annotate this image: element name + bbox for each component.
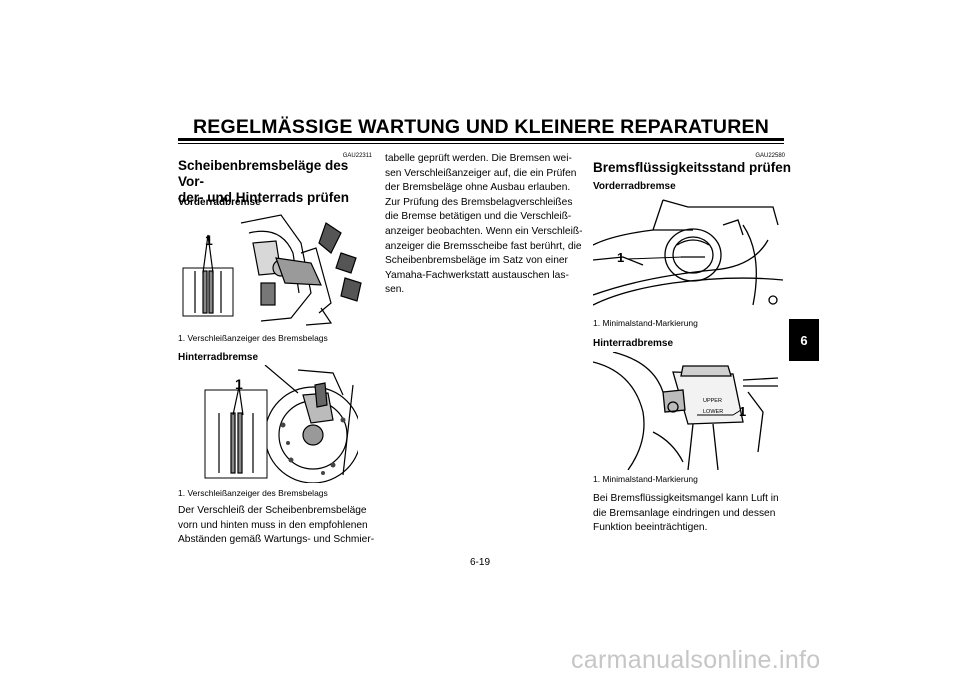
rear-reservoir-heading: Hinterradbremse [593, 338, 674, 349]
front-reservoir-caption: 1. Minimalstand-Markierung [593, 318, 698, 328]
reservoir-lower-label: LOWER [703, 409, 723, 415]
text-line: anzeiger beobachten. Wenn ein Verschleiß… [385, 225, 583, 237]
text-line: tabelle geprüft werden. Die Bremsen wei- [385, 153, 572, 164]
text-line: sen. [385, 284, 405, 296]
section-title-line-2: der- und Hinterrads prüfen [178, 190, 350, 205]
section-code: GAU22311 [342, 153, 372, 159]
section-title: Bremsflüssigkeitsstand prüfen [593, 160, 792, 175]
watermark-text: carmanualsonline.info [571, 646, 821, 674]
section-title-line-1: Scheibenbremsbeläge des Vor- [178, 158, 349, 189]
front-reservoir-figure: 1 [593, 195, 783, 315]
text-line: Funktion beeinträchtigen. [593, 522, 708, 534]
front-brake-pad-figure: 1 [181, 213, 371, 328]
header-rule [178, 138, 784, 141]
text-line: sen Verschleißanzeiger auf, die ein Prüf… [385, 167, 577, 179]
section-code: GAU22580 [755, 153, 785, 159]
front-brake-heading: Vorderradbremse [178, 197, 261, 208]
text-line: die Bremse betätigen und die Verschleiß- [385, 211, 572, 223]
reservoir-upper-label: UPPER [703, 398, 722, 404]
front-brake-caption: 1. Verschleißanzeiger des Bremsbelags [178, 333, 328, 343]
front-reservoir-heading: Vorderradbremse [593, 181, 676, 192]
front-reservoir-callout: 1 [617, 250, 624, 265]
text-line: Der Verschleiß der Scheibenbremsbeläge [178, 505, 367, 516]
text-line: Abständen gemäß Wartungs- und Schmier- [178, 534, 375, 546]
rear-reservoir-callout: 1 [739, 404, 746, 419]
text-line: anzeiger die Bremsscheibe fast berührt, … [385, 240, 582, 252]
middle-paragraph: tabelle geprüft werden. Die Bremsen wei-… [385, 152, 585, 298]
header-rule-thin [178, 143, 784, 144]
front-brake-callout: 1 [205, 232, 213, 248]
rear-reservoir-caption: 1. Minimalstand-Markierung [593, 474, 698, 484]
text-line: Bei Bremsflüssigkeitsmangel kann Luft in [593, 493, 779, 504]
rear-brake-heading: Hinterradbremse [178, 352, 259, 363]
text-line: die Bremsanlage eindringen und dessen [593, 507, 776, 519]
chapter-tab: 6 [789, 319, 819, 361]
left-paragraph: Der Verschleiß der Scheibenbremsbeläge v… [178, 504, 383, 548]
page-number: 6-19 [469, 557, 490, 568]
rear-reservoir-figure: UPPER LOWER 1 [593, 352, 783, 470]
rear-brake-pad-figure: 1 [203, 365, 358, 483]
text-line: vorn und hinten muss in den empfohlenen [178, 519, 368, 531]
text-line: Zur Prüfung des Bremsbelagverschleißes [385, 196, 573, 208]
rear-brake-caption: 1. Verschleißanzeiger des Bremsbelags [178, 488, 328, 498]
section-title: Scheibenbremsbeläge des Vor- der- und Hi… [178, 158, 378, 206]
text-line: Yamaha-Fachwerkstatt austauschen las- [385, 269, 569, 281]
text-line: Scheibenbremsbeläge im Satz von einer [385, 255, 568, 267]
page-header-title: REGELMÄSSIGE WARTUNG UND KLEINERE REPARA… [193, 116, 769, 138]
rear-brake-callout: 1 [235, 376, 243, 392]
text-line: der Bremsbeläge ohne Ausbau erlauben. [385, 182, 571, 194]
right-paragraph: Bei Bremsflüssigkeitsmangel kann Luft in… [593, 492, 793, 536]
